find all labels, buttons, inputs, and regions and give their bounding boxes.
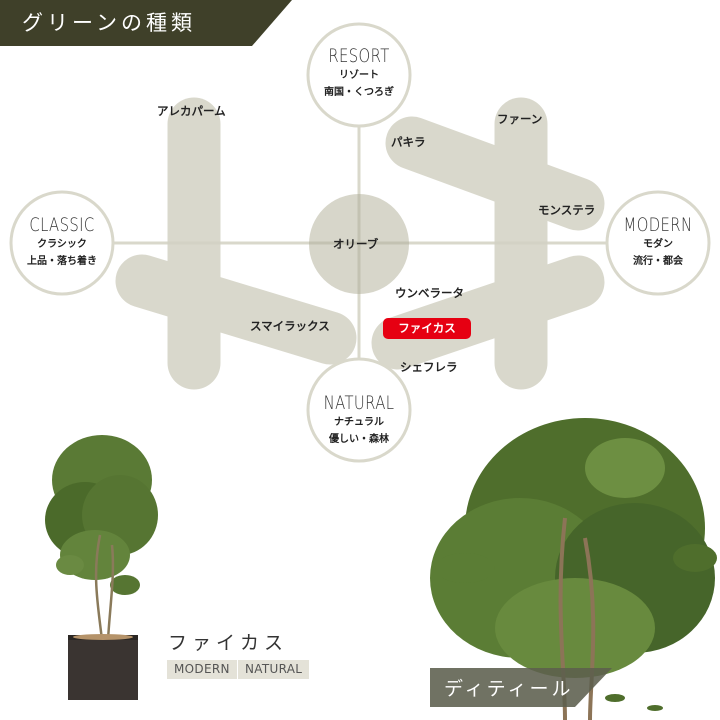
product-tag-natural: NATURAL (238, 660, 310, 679)
detail-banner: ディティール (430, 668, 612, 707)
axis-natural-ja: ナチュラル (334, 417, 384, 428)
axis-classic-ja: クラシック (37, 239, 87, 250)
plant-label-smilax: スマイラックス (250, 319, 330, 333)
ficus-potted-photo (45, 435, 158, 700)
axis-natural: NATURAL ナチュラル 優しい・森林 (304, 392, 414, 448)
plant-label-olive: オリーブ (333, 237, 379, 251)
axis-natural-desc: 優しい・森林 (329, 434, 389, 445)
axis-classic: CLASSIC クラシック 上品・落ち着き (7, 214, 117, 270)
axis-classic-en: CLASSIC (29, 214, 95, 236)
pill-smilax (115, 254, 357, 365)
plant-label-schefflera: シェフレラ (400, 360, 458, 374)
axis-resort-ja: リゾート (339, 70, 379, 81)
modern-circle (605, 190, 711, 296)
plant-label-fern: ファーン (497, 112, 543, 126)
axis-modern-ja: モダン (643, 239, 673, 250)
pill-pachira-monstera (385, 116, 605, 231)
plant-label-umbellata: ウンベラータ (395, 286, 464, 300)
product-tag-modern: MODERN (167, 660, 237, 679)
detail-banner-shape (430, 668, 612, 707)
axis-natural-en: NATURAL (323, 392, 395, 414)
axis-resort-en: RESORT (328, 45, 390, 67)
plant-label-ficus-highlighted: ファイカス (383, 318, 471, 339)
section-header: グリーンの種類 (0, 0, 292, 46)
axis-resort-desc: 南国・くつろぎ (324, 87, 394, 98)
axis-modern: MODERN モダン 流行・都会 (603, 214, 713, 270)
resort-circle (306, 22, 412, 128)
plant-label-areca-palm: アレカパーム (157, 104, 226, 118)
axis-resort: RESORT リゾート 南国・くつろぎ (304, 45, 414, 101)
detail-title: ディティール (444, 678, 574, 700)
ficus-detail-photo (430, 418, 717, 720)
plant-label-monstera: モンステラ (538, 203, 596, 217)
classic-circle (9, 190, 115, 296)
axis-modern-en: MODERN (623, 214, 693, 236)
axis-modern-desc: 流行・都会 (633, 256, 683, 267)
product-name: ファイカス (168, 632, 289, 654)
plant-label-pachira: パキラ (391, 135, 426, 149)
section-title: グリーンの種類 (22, 11, 196, 35)
axis-classic-desc: 上品・落ち着き (27, 256, 97, 267)
header-banner-shape (0, 0, 292, 46)
natural-circle (306, 357, 412, 463)
